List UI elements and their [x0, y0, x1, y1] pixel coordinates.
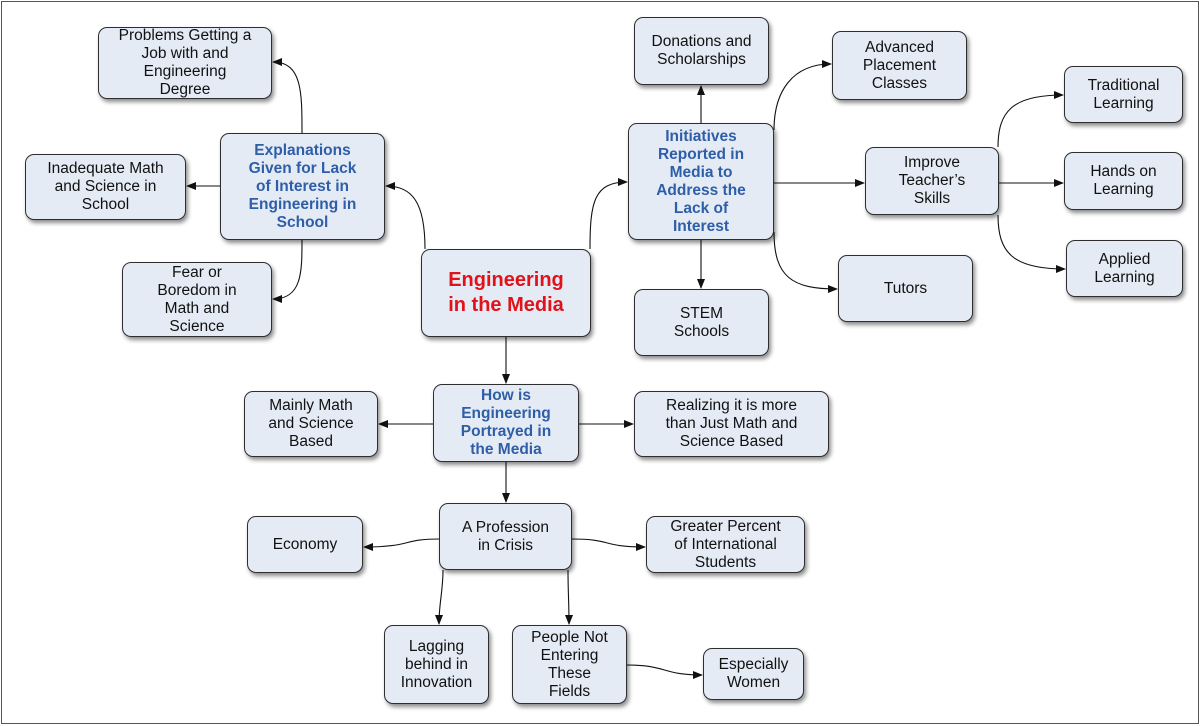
edge-teachers-to-applied — [997, 214, 1066, 273]
edge-initiatives-to-ap — [773, 60, 832, 131]
node-people-not-entering: People Not Entering These Fields — [512, 625, 627, 704]
edge-people-to-women — [626, 664, 703, 679]
edge-teachers-to-traditional — [997, 91, 1064, 148]
node-advanced-placement: Advanced Placement Classes — [832, 31, 967, 100]
node-international-students: Greater Percent of International Student… — [646, 516, 805, 573]
edge-crisis-to-intl — [571, 538, 646, 551]
node-economy: Economy — [247, 516, 363, 573]
node-how-engineering-portrayed: How is Engineering Portrayed in the Medi… — [433, 384, 579, 462]
edge-crisis-to-people — [564, 569, 573, 625]
node-initiatives-reported: Initiatives Reported in Media to Address… — [628, 123, 774, 240]
node-applied-learning: Applied Learning — [1066, 240, 1183, 297]
node-fear-or-boredom: Fear or Boredom in Math and Science — [122, 262, 272, 337]
node-tutors: Tutors — [838, 255, 973, 322]
node-profession-in-crisis: A Profession in Crisis — [439, 503, 572, 570]
node-hands-on-learning: Hands on Learning — [1064, 152, 1183, 210]
edge-root-to-explanations — [385, 182, 426, 250]
node-especially-women: Especially Women — [703, 648, 804, 700]
edge-root-to-initiatives — [589, 178, 628, 250]
root-node-engineering-in-the-media: Engineering in the Media — [421, 249, 591, 337]
node-mainly-math-science: Mainly Math and Science Based — [244, 391, 378, 457]
node-lagging-innovation: Lagging behind in Innovation — [384, 625, 489, 704]
node-donations-scholarships: Donations and Scholarships — [634, 17, 769, 85]
node-improve-teachers-skills: Improve Teacher’s Skills — [865, 147, 999, 215]
node-explanations-lack-of-interest: Explanations Given for Lack of Interest … — [220, 133, 385, 240]
edge-crisis-to-lagging — [435, 569, 444, 625]
node-problems-getting-job: Problems Getting a Job with and Engineer… — [98, 27, 272, 99]
edge-explanations-to-problems_job — [272, 58, 303, 134]
node-realizing-more-than-math: Realizing it is more than Just Math and … — [634, 391, 829, 457]
node-stem-schools: STEM Schools — [634, 289, 769, 356]
edge-initiatives-to-tutors — [773, 231, 838, 293]
edge-explanations-to-fear — [272, 239, 303, 303]
edge-crisis-to-economy — [363, 538, 440, 551]
node-traditional-learning: Traditional Learning — [1064, 66, 1183, 123]
node-inadequate-math-science: Inadequate Math and Science in School — [25, 154, 186, 220]
